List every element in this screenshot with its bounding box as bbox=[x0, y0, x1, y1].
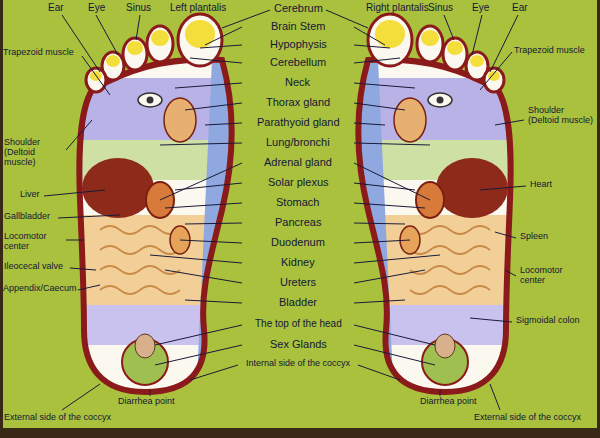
organ-label: Diarrhea point bbox=[420, 397, 477, 407]
left-foot bbox=[60, 14, 260, 400]
organ-label: Ear bbox=[48, 2, 64, 13]
frame-edge bbox=[597, 0, 600, 438]
organ-label: Trapezoid muscle bbox=[3, 48, 74, 58]
frame-edge bbox=[0, 0, 3, 438]
organ-label: Lung/bronchi bbox=[266, 136, 330, 148]
organ-label: Spleen bbox=[520, 232, 548, 242]
organ-label: Shoulder (Deltoid muscle) bbox=[4, 138, 66, 168]
organ-label: Neck bbox=[285, 76, 310, 88]
organ-label: Locomotor center bbox=[4, 232, 66, 252]
organ-label: Shoulder (Deltoid muscle) bbox=[528, 106, 594, 126]
organ-label: Cerebrum bbox=[274, 2, 323, 14]
right-foot bbox=[330, 14, 530, 400]
organ-label: Cerebellum bbox=[270, 56, 326, 68]
frame-edge bbox=[0, 428, 600, 438]
leader-lines bbox=[44, 10, 526, 410]
organ-label: Locomotor center bbox=[520, 266, 590, 286]
organ-label: External side of the coccyx bbox=[474, 413, 581, 423]
organ-label: Ureters bbox=[280, 276, 316, 288]
organ-label: Trapezoid muscle bbox=[514, 46, 585, 56]
organ-label: Kidney bbox=[281, 256, 315, 268]
organ-label: Liver bbox=[20, 190, 40, 200]
organ-label: Diarrhea point bbox=[118, 397, 175, 407]
organ-label: Sinus bbox=[126, 2, 151, 13]
organ-label: Right plantalis bbox=[366, 2, 429, 13]
organ-label: Gallbladder bbox=[4, 212, 50, 222]
organ-label: The top of the head bbox=[255, 318, 342, 329]
organ-label: Hypophysis bbox=[270, 38, 327, 50]
organ-label: Ear bbox=[512, 2, 528, 13]
organ-label: Sinus bbox=[428, 2, 453, 13]
organ-label: Pancreas bbox=[275, 216, 321, 228]
organ-label: Brain Stem bbox=[271, 20, 325, 32]
organ-label: Solar plexus bbox=[268, 176, 329, 188]
organ-label: External side of the coccyx bbox=[4, 413, 111, 423]
organ-label: Parathyoid gland bbox=[257, 116, 340, 128]
organ-label: Eye bbox=[472, 2, 489, 13]
organ-label: Thorax gland bbox=[266, 96, 330, 108]
organ-label: Eye bbox=[88, 2, 105, 13]
organ-label: Duodenum bbox=[271, 236, 325, 248]
organ-label: Appendix/Caecum bbox=[3, 284, 77, 294]
organ-label: Heart bbox=[530, 180, 552, 190]
organ-label: Sigmoidal colon bbox=[516, 316, 594, 326]
organ-label: Bladder bbox=[279, 296, 317, 308]
organ-label: Stomach bbox=[276, 196, 319, 208]
organ-label: Sex Glands bbox=[270, 338, 327, 350]
organ-label: Left plantalis bbox=[170, 2, 226, 13]
organ-label: Ileocecal valve bbox=[4, 262, 63, 272]
organ-label: Internal side of the coccyx bbox=[246, 359, 350, 369]
organ-label: Adrenal gland bbox=[264, 156, 332, 168]
